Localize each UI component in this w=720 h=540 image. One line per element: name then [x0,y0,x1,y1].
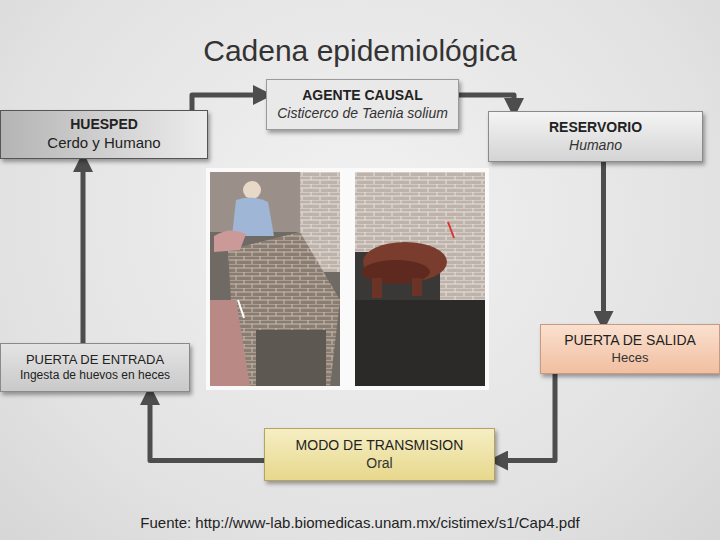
box-heading: RESERVORIO [497,119,694,137]
box-body: Cisticerco de Taenia solium [275,105,450,123]
box-body: Ingesta de huevos en heces [9,368,181,383]
flow-arrow [601,162,606,324]
diagram-title: Cadena epidemiológica [0,34,720,67]
reservoir-box: RESERVORIOHumano [488,111,703,162]
source-caption: Fuente: http://www-lab.biomedicas.unam.m… [0,514,720,532]
box-heading: PUERTA DE SALIDA [549,332,711,350]
box-body: Cerdo y Humano [9,134,199,153]
photo-right [355,172,485,386]
flow-arrow [459,95,514,111]
box-heading: PUERTA DE ENTRADA [9,352,181,368]
exit-box: PUERTA DE SALIDAHeces [540,324,720,374]
box-body: Humano [497,137,694,155]
flow-arrow [192,95,266,110]
photo-frame [206,168,489,390]
host-box: HUESPEDCerdo y Humano [0,110,208,159]
flow-arrow [150,392,264,461]
flow-arrow [495,374,555,461]
box-heading: MODO DE TRANSMISION [273,437,486,455]
transmission-box: MODO DE TRANSMISIONOral [264,428,495,481]
entry-box: PUERTA DE ENTRADAIngesta de huevos en he… [0,343,190,392]
box-body: Oral [273,455,486,473]
flow-arrow [81,159,86,343]
photo-left [210,172,340,386]
agent-box: AGENTE CAUSALCisticerco de Taenia solium [266,79,459,130]
box-heading: AGENTE CAUSAL [275,87,450,105]
box-body: Heces [549,350,711,366]
box-heading: HUESPED [9,116,199,134]
